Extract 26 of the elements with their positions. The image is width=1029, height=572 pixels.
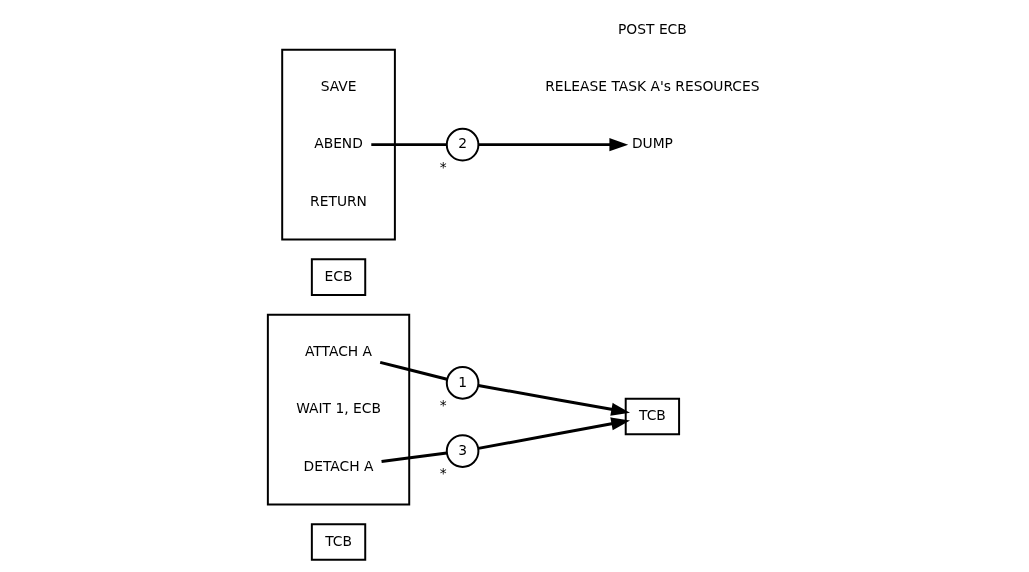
node-label: * bbox=[439, 396, 447, 413]
node-circle: 3 bbox=[445, 434, 480, 468]
node-box: TCB bbox=[310, 523, 367, 561]
node-label: * bbox=[439, 464, 447, 481]
node-box: TCB bbox=[624, 397, 681, 436]
label: POST ECB bbox=[618, 20, 687, 37]
node-text: SAVE bbox=[320, 77, 357, 94]
label: RELEASE TASK A's RESOURCES bbox=[545, 77, 760, 94]
node-text: ATTACH A bbox=[305, 342, 373, 359]
connector bbox=[379, 361, 448, 381]
node-text: DUMP bbox=[631, 135, 673, 152]
node-text: WAIT 1, ECB bbox=[296, 400, 381, 417]
node-text: RETURN bbox=[310, 192, 367, 209]
arrow bbox=[478, 417, 630, 450]
connector bbox=[381, 451, 447, 463]
arrow bbox=[478, 138, 629, 152]
node-text: DETACH A bbox=[303, 457, 374, 474]
node-circle: 1 bbox=[445, 366, 480, 400]
connector bbox=[371, 143, 447, 147]
cluster bbox=[281, 48, 396, 241]
node-circle: 2 bbox=[445, 127, 480, 162]
node-box: ECB bbox=[310, 258, 367, 296]
cluster bbox=[266, 313, 411, 506]
node-label: * bbox=[439, 158, 447, 175]
arrow bbox=[478, 384, 630, 416]
node-text: ABEND bbox=[314, 135, 363, 152]
